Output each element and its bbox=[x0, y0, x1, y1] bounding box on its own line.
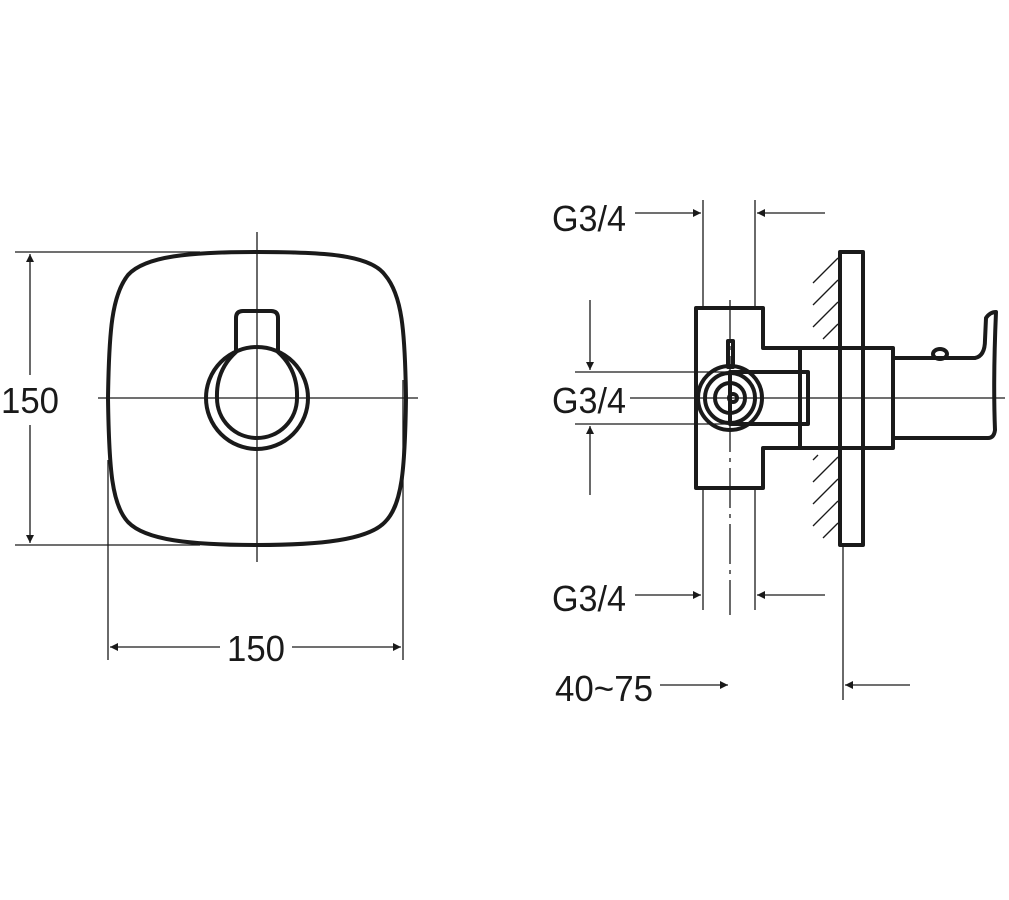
handle-indicator bbox=[931, 347, 949, 361]
top-connection-label: G3/4 bbox=[552, 198, 626, 239]
handle bbox=[891, 310, 998, 440]
width-dimension-label: 150 bbox=[227, 628, 285, 669]
cover-plate bbox=[838, 250, 865, 547]
handle-ring bbox=[204, 345, 310, 451]
front-view: 150 150 bbox=[1, 232, 418, 669]
height-dimension-label: 150 bbox=[1, 380, 59, 421]
outlet-thread bbox=[703, 371, 757, 425]
wall-depth-label: 40~75 bbox=[555, 668, 653, 709]
side-view: G3/4 G3/4 G3/4 40~75 bbox=[550, 198, 1005, 709]
middle-connection-label: G3/4 bbox=[552, 380, 626, 421]
outlet-core bbox=[727, 392, 739, 404]
outlet-bore bbox=[713, 381, 747, 415]
bottom-connection-label: G3/4 bbox=[552, 578, 626, 619]
outlet-connection bbox=[696, 364, 764, 432]
cover-plate-outline bbox=[106, 250, 408, 547]
wall-hatch bbox=[812, 257, 839, 539]
handle-lever-outline bbox=[214, 309, 300, 440]
